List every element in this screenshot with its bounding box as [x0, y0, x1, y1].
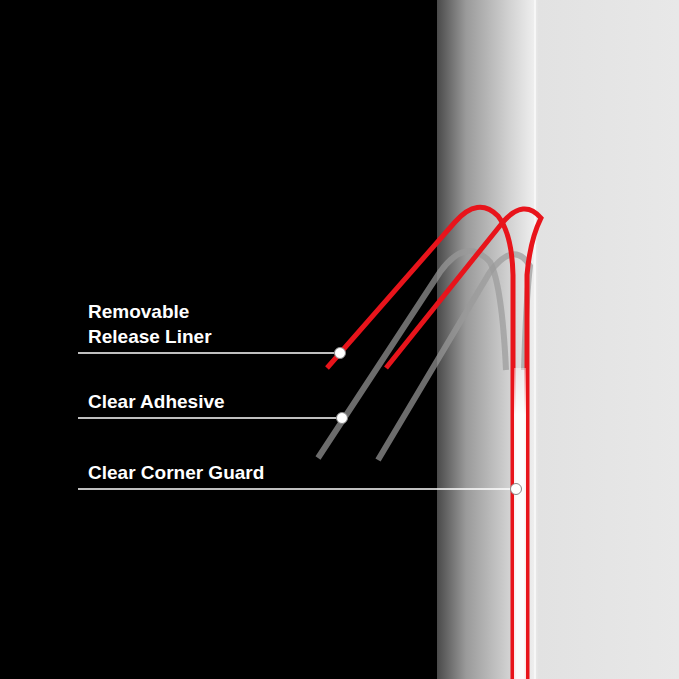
- wall-corner: [437, 0, 679, 679]
- adhesive-strip: [318, 251, 506, 458]
- leader-dot: [335, 348, 346, 359]
- corner-guard: [514, 368, 526, 679]
- release-liner: [327, 207, 513, 679]
- part-label: Clear Corner Guard: [88, 460, 388, 485]
- leader-line: [78, 352, 340, 354]
- dark-background: [0, 0, 437, 679]
- leader-dot: [511, 484, 522, 495]
- leader-line: [78, 417, 342, 419]
- release-liner: [386, 209, 541, 679]
- corner-edge: [534, 0, 536, 679]
- part-label: Clear Adhesive: [88, 389, 328, 414]
- leader-dot: [337, 413, 348, 424]
- part-label: Removable Release Liner: [88, 299, 238, 349]
- leader-line: [78, 488, 516, 490]
